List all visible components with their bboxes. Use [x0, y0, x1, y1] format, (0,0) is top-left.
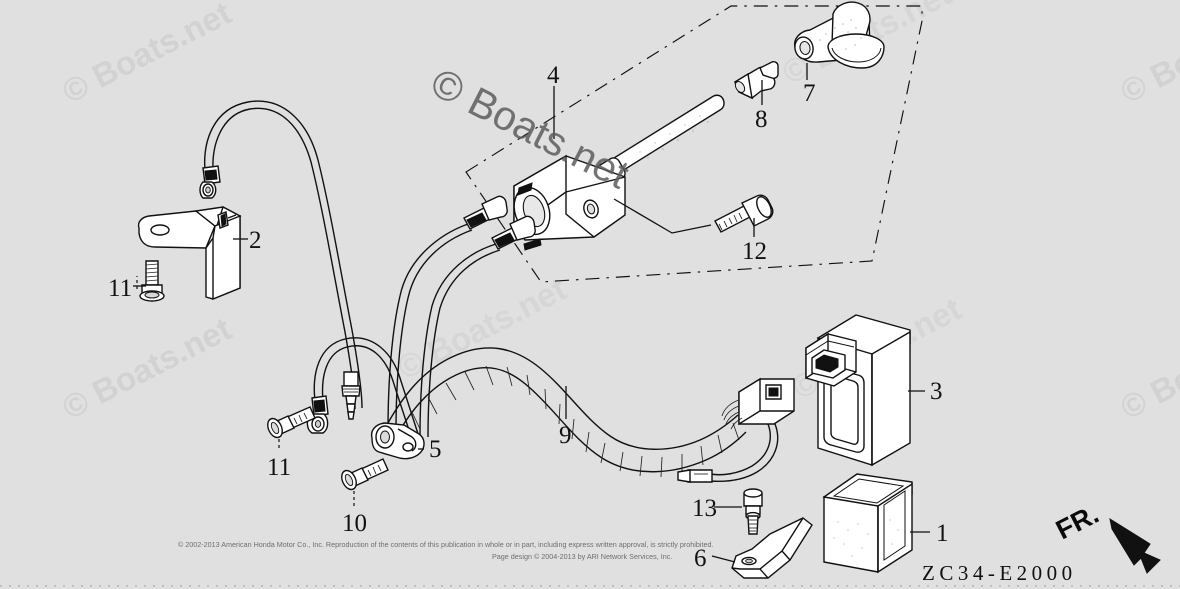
part-wire-clamp: [370, 422, 425, 460]
callout-4: 4: [547, 62, 560, 89]
part-cdi-unit: [805, 314, 925, 467]
part-mounting-stay: [711, 517, 813, 579]
copyright-line-1: © 2002-2013 American Honda Motor Co., In…: [178, 540, 713, 549]
callout-numbers: 4 7 8 12 2 11 3 9 5 11 10 13 1 6: [108, 62, 949, 572]
callout-3: 3: [930, 378, 943, 405]
part-spark-plug-cap: [793, 1, 885, 80]
part-harness-connector: [677, 377, 795, 483]
part-flange-bolt-13: [714, 488, 763, 535]
callout-10: 10: [342, 510, 367, 537]
part-flange-bolt-11-upper: [133, 260, 165, 302]
copyright-line-2: Page design © 2004-2013 by ARI Network S…: [492, 552, 672, 561]
callout-12: 12: [742, 238, 767, 265]
part-relay-box: [822, 473, 930, 574]
fr-arrow-icon: [1109, 517, 1161, 574]
part-coil-terminal: [734, 61, 779, 105]
callout-1: 1: [936, 520, 949, 547]
part-bullet-terminal: [341, 371, 361, 420]
callout-6: 6: [694, 545, 707, 572]
callout-8: 8: [755, 106, 768, 133]
part-ignition-coil-bracket: [137, 205, 248, 301]
callout-7: 7: [803, 80, 816, 107]
callout-13: 13: [692, 495, 717, 522]
callout-9: 9: [559, 422, 572, 449]
callout-11-upper: 11: [108, 275, 132, 302]
part-flange-bolt-10: [341, 458, 389, 506]
diagram-part-number: ZC34-E2000: [922, 561, 1077, 585]
part-primary-wires: [387, 195, 536, 438]
part-flange-bolt-11-lower: [267, 406, 316, 450]
part-ignition-coil-assembly: [513, 86, 725, 251]
part-coil-mount-bolt: [714, 194, 774, 237]
copyright-footer: © 2002-2013 American Honda Motor Co., In…: [178, 540, 713, 561]
assembly-4-boundary: [465, 5, 923, 283]
part-ground-cable-lower: [306, 337, 421, 443]
callout-2: 2: [249, 227, 262, 254]
callout-5: 5: [429, 436, 442, 463]
callout-11-lower: 11: [267, 454, 291, 481]
